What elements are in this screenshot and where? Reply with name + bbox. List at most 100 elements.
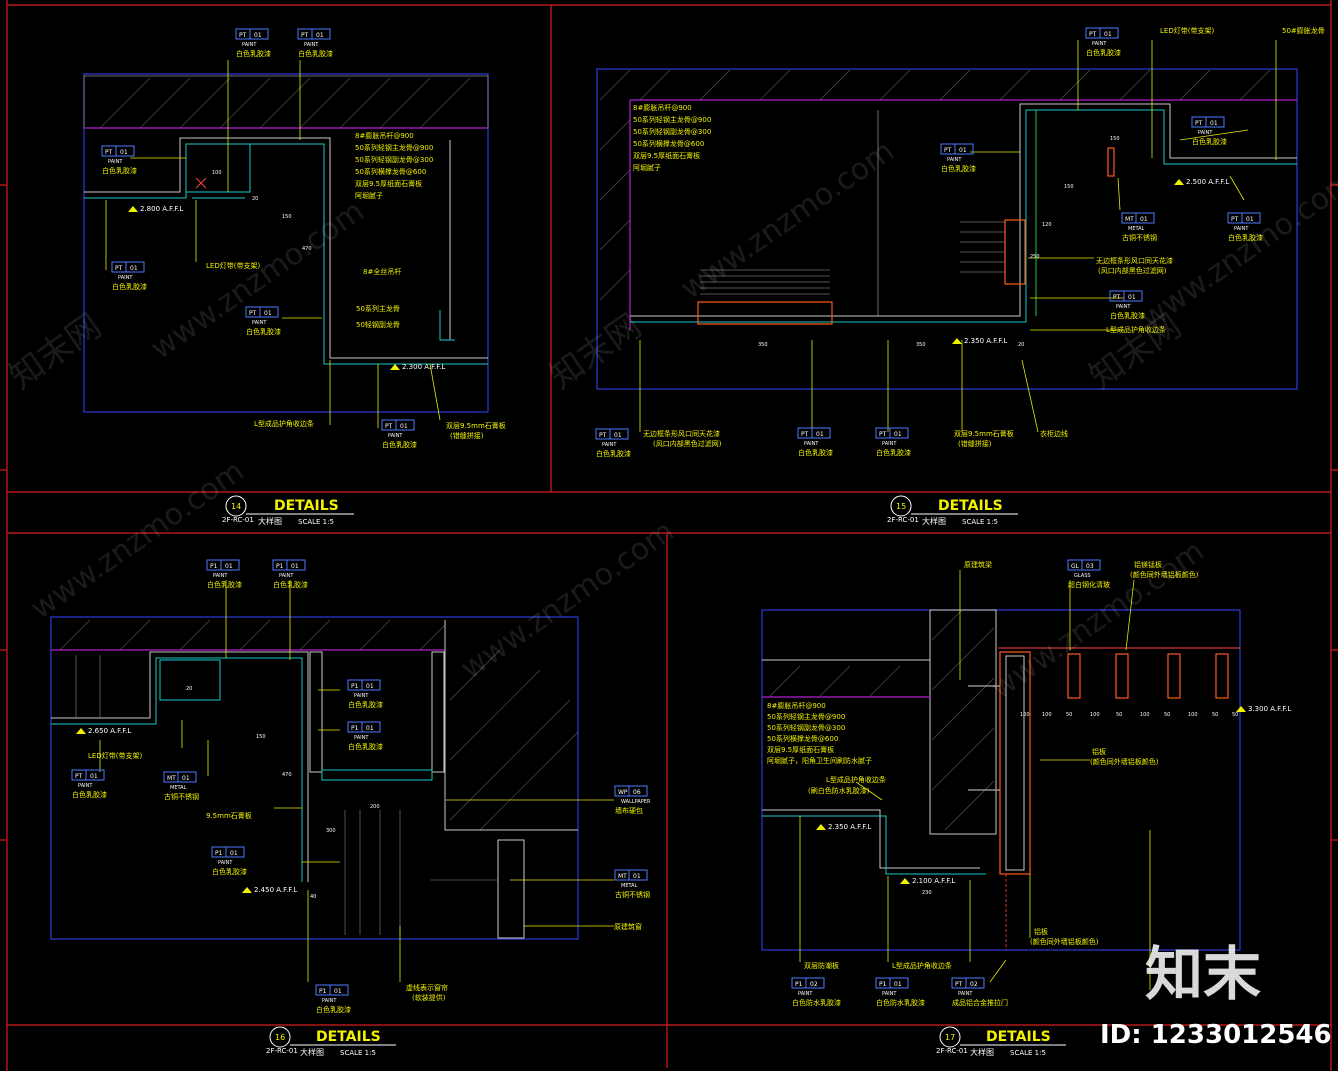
material-number: 01 bbox=[959, 147, 967, 154]
svg-text:150: 150 bbox=[1110, 136, 1120, 142]
material-code: PT bbox=[249, 310, 257, 317]
svg-text:50: 50 bbox=[1212, 712, 1218, 718]
material-code: PT bbox=[385, 423, 393, 430]
material-description: 白色乳胶漆 bbox=[273, 580, 308, 589]
material-kind: PAINT bbox=[388, 433, 403, 439]
material-description: 白色乳胶漆 bbox=[798, 448, 833, 457]
material-number: 01 bbox=[633, 873, 641, 880]
svg-text:150: 150 bbox=[282, 214, 292, 220]
callout-label: LED灯带(带支架) bbox=[206, 261, 260, 270]
construction-notes: 8#膨胀吊杆@900 50系列轻钢主龙骨@900 50系列轻钢副龙骨@300 5… bbox=[633, 103, 711, 172]
svg-text:www.znzmo.com: www.znzmo.com bbox=[145, 194, 371, 367]
svg-text:50系列轻钢副龙骨@300: 50系列轻钢副龙骨@300 bbox=[355, 155, 433, 164]
material-description: 白色乳胶漆 bbox=[102, 166, 137, 175]
material-code: PT bbox=[955, 981, 963, 988]
material-kind: METAL bbox=[621, 883, 638, 889]
material-code: P1 bbox=[215, 850, 223, 857]
material-code: PT bbox=[944, 147, 952, 154]
material-number: 06 bbox=[633, 789, 641, 796]
material-code: PT bbox=[801, 431, 809, 438]
svg-text:阿堀腻子: 阿堀腻子 bbox=[633, 163, 661, 172]
material-code: PT bbox=[1089, 31, 1097, 38]
svg-text:100: 100 bbox=[1020, 712, 1030, 718]
details-title: DETAILS bbox=[938, 498, 1003, 514]
watermark: www.znzmo.com www.znzmo.com www.znzmo.co… bbox=[2, 134, 1338, 707]
material-number: 01 bbox=[894, 431, 902, 438]
detail-16: 2.650 A.F.F.L 2.450 A.F.F.L 20 150 470 2… bbox=[50, 580, 642, 1002]
svg-text:50系列轻钢主龙骨@900: 50系列轻钢主龙骨@900 bbox=[633, 115, 711, 124]
callout-label: (风口内部黑色过滤网) bbox=[653, 439, 722, 448]
svg-text:8#膨胀吊杆@900: 8#膨胀吊杆@900 bbox=[767, 701, 826, 710]
material-number: 01 bbox=[230, 850, 238, 857]
material-kind: PAINT bbox=[804, 441, 819, 447]
material-description: 古铜不锈钢 bbox=[1122, 233, 1157, 242]
elevation-marker: 2.650 A.F.F.L bbox=[76, 727, 131, 735]
svg-text:50: 50 bbox=[1164, 712, 1170, 718]
material-number: 01 bbox=[1104, 31, 1112, 38]
material-description: 白色乳胶漆 bbox=[382, 440, 417, 449]
svg-text:大样图: 大样图 bbox=[970, 1047, 994, 1057]
svg-text:2F-RC-01: 2F-RC-01 bbox=[936, 1047, 968, 1055]
callout-label: L型成品护角收边条 bbox=[892, 961, 952, 970]
material-kind: PAINT bbox=[1198, 130, 1213, 136]
material-description: 白色乳胶漆 bbox=[112, 282, 147, 291]
material-number: 01 bbox=[894, 981, 902, 988]
material-kind: PAINT bbox=[1234, 226, 1249, 232]
material-number: 02 bbox=[810, 981, 818, 988]
svg-text:470: 470 bbox=[282, 772, 292, 778]
material-description: 白色乳胶漆 bbox=[246, 327, 281, 336]
material-number: 01 bbox=[1210, 120, 1218, 127]
elevation-marker: 2.350 A.F.F.L bbox=[816, 823, 871, 831]
svg-text:50系列轻钢主龙骨@900: 50系列轻钢主龙骨@900 bbox=[355, 143, 433, 152]
material-code: PT bbox=[115, 265, 123, 272]
callout-label: 铝镁锰板 bbox=[1134, 560, 1162, 569]
svg-text:www.znzmo.com: www.znzmo.com bbox=[455, 514, 681, 687]
svg-text:SCALE 1:5: SCALE 1:5 bbox=[1010, 1049, 1046, 1057]
material-kind: GLASS bbox=[1074, 573, 1091, 579]
details-title: DETAILS bbox=[316, 1029, 381, 1045]
svg-text:2F-RC-01: 2F-RC-01 bbox=[887, 516, 919, 524]
svg-text:150: 150 bbox=[256, 734, 266, 740]
material-code: PT bbox=[1195, 120, 1203, 127]
material-description: 白色乳胶漆 bbox=[876, 448, 911, 457]
material-code: P1 bbox=[879, 981, 887, 988]
svg-text:100: 100 bbox=[1188, 712, 1198, 718]
callout-label: 50系列主龙骨 bbox=[356, 304, 400, 313]
svg-text:阿堀腻子，阳角卫生间刷防水腻子: 阿堀腻子，阳角卫生间刷防水腻子 bbox=[767, 756, 872, 765]
svg-text:2.100 A.F.F.L: 2.100 A.F.F.L bbox=[912, 877, 955, 885]
callout-label: 铝板 bbox=[1034, 927, 1048, 936]
material-kind: PAINT bbox=[947, 157, 962, 163]
svg-text:50系列横撑龙骨@600: 50系列横撑龙骨@600 bbox=[633, 139, 704, 148]
svg-text:230: 230 bbox=[922, 890, 932, 896]
material-kind: PAINT bbox=[304, 42, 319, 48]
material-description: 古铜不锈钢 bbox=[164, 792, 199, 801]
material-kind: METAL bbox=[170, 785, 187, 791]
svg-text:双层9.5厚纸面石膏板: 双层9.5厚纸面石膏板 bbox=[633, 151, 700, 160]
material-code: PT bbox=[239, 32, 247, 39]
svg-text:2.350 A.F.F.L: 2.350 A.F.F.L bbox=[964, 337, 1007, 345]
detail-17: 3.300 A.F.F.L 2.350 A.F.F.L 2.100 A.F.F.… bbox=[761, 560, 1291, 990]
svg-text:8#膨胀吊杆@900: 8#膨胀吊杆@900 bbox=[355, 131, 414, 140]
construction-notes: 8#膨胀吊杆@900 50系列轻钢主龙骨@900 50系列轻钢副龙骨@300 5… bbox=[767, 701, 872, 765]
svg-text:15: 15 bbox=[896, 502, 906, 511]
svg-text:300: 300 bbox=[326, 828, 336, 834]
svg-text:50系列轻钢副龙骨@300: 50系列轻钢副龙骨@300 bbox=[767, 723, 845, 732]
material-kind: PAINT bbox=[78, 783, 93, 789]
svg-text:100: 100 bbox=[1140, 712, 1150, 718]
svg-text:SCALE 1:5: SCALE 1:5 bbox=[962, 518, 998, 526]
material-kind: PAINT bbox=[242, 42, 257, 48]
svg-text:14: 14 bbox=[231, 502, 241, 511]
callout-label: 双层9.5mm石膏板 bbox=[954, 429, 1014, 438]
callout-label: (颜色同外墙铝板颜色) bbox=[1090, 757, 1159, 766]
callout-label: 虚线表示窗帘 bbox=[406, 983, 448, 992]
svg-text:2.450 A.F.F.L: 2.450 A.F.F.L bbox=[254, 886, 297, 894]
material-description: 白色防水乳胶漆 bbox=[792, 998, 841, 1007]
svg-text:50系列轻钢副龙骨@300: 50系列轻钢副龙骨@300 bbox=[633, 127, 711, 136]
